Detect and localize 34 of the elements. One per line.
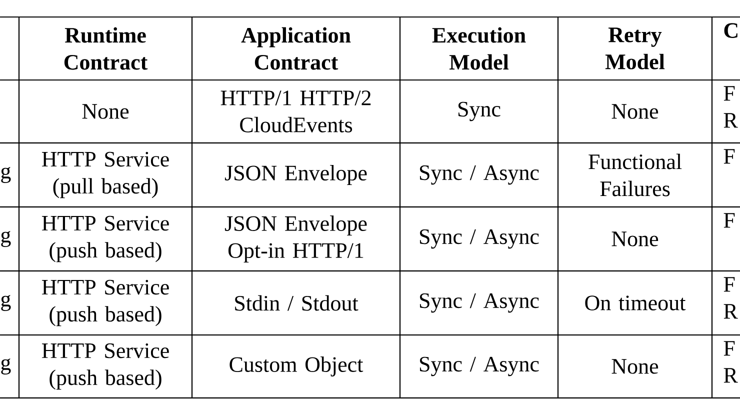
table-cell: None <box>612 232 658 246</box>
table-cell: Sync <box>458 102 500 122</box>
table-cell: F <box>724 213 735 228</box>
table-cell: Sync / Async <box>420 293 539 313</box>
table-cell: F <box>724 149 735 164</box>
table-cell: F R <box>724 86 738 128</box>
table-cell: HTTP Service (pull based) <box>42 152 169 198</box>
column-header: Application Contract <box>241 27 351 70</box>
table-cell: HTTP Service (push based) <box>42 343 169 390</box>
table-cell: None <box>612 104 658 119</box>
table-cell: g <box>1 166 11 183</box>
table-cell: F R <box>724 341 738 383</box>
table-cell: g <box>1 294 11 311</box>
column-header: Runtime Contract <box>64 27 148 70</box>
table-cell: None <box>82 104 129 119</box>
table-cell: g <box>1 358 11 374</box>
table-cell: HTTP/1 HTTP/2 CloudEvents <box>220 90 371 132</box>
table-cell: Sync / Async <box>420 165 539 185</box>
table-cell: g <box>1 230 11 247</box>
table-cell: JSON Envelope Opt-in HTTP/1 <box>224 216 367 262</box>
table-cell: Stdin / Stdout <box>235 295 358 311</box>
table-cell: HTTP Service (push based) <box>42 216 169 262</box>
table-cell: HTTP Service (push based) <box>42 280 169 326</box>
table-cell: F R <box>724 277 738 319</box>
table-cell: Sync / Async <box>420 229 539 249</box>
table-cell: Functional Failures <box>588 154 682 196</box>
column-header: C <box>724 23 738 38</box>
table-cell: Custom Object <box>230 356 364 376</box>
table-cell: Sync / Async <box>420 356 539 376</box>
column-header: Retry Model <box>605 28 665 70</box>
table-cell: On timeout <box>585 296 686 310</box>
table-cell: JSON Envelope <box>224 165 367 185</box>
column-header: Execution Model <box>432 27 526 70</box>
table-cell: None <box>612 359 658 374</box>
